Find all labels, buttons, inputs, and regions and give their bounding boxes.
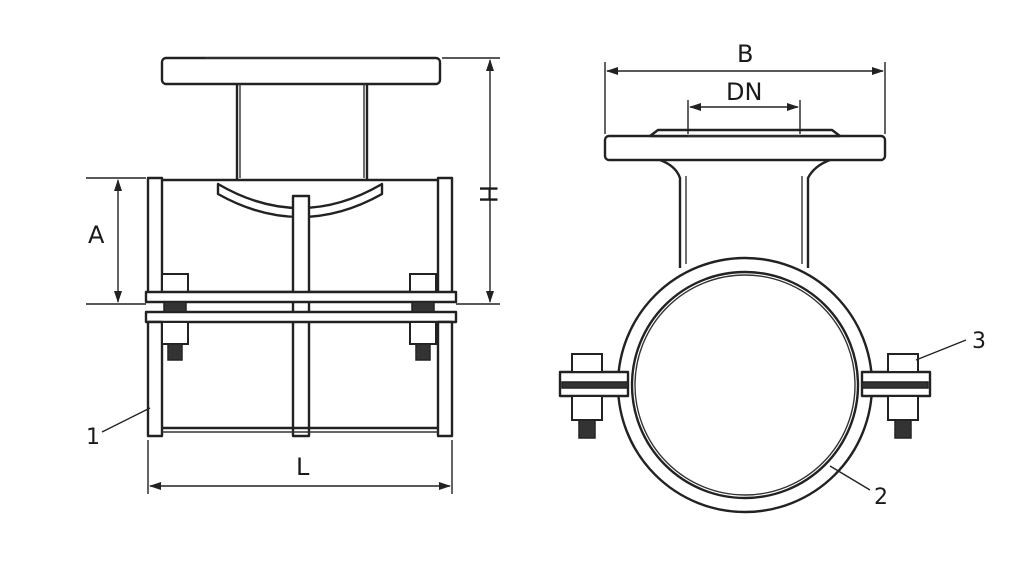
front-nut-left: [571, 395, 603, 421]
front-pipe-bore: [634, 274, 856, 496]
side-end-plate-right-lower: [436, 320, 454, 438]
dimension-a-label: A: [88, 221, 105, 249]
dimension-b-label: B: [737, 40, 753, 68]
dimension-l-label: L: [296, 453, 310, 481]
front-view: [558, 128, 932, 514]
side-saddle-curve: [216, 182, 384, 219]
front-bolt-head-right: [887, 353, 919, 373]
dimension-a: A: [86, 177, 146, 305]
dimension-b: B: [604, 40, 886, 134]
dimension-l: L: [147, 440, 453, 494]
callout-3: 3: [915, 329, 986, 361]
side-bolt-head-right: [409, 273, 437, 293]
front-nut-right: [887, 395, 919, 421]
callout-2-label: 2: [874, 485, 888, 510]
callout-1-label: 1: [86, 425, 100, 450]
side-top-flange: [160, 56, 442, 86]
dimension-dn-label: DN: [726, 78, 762, 106]
side-split-bar-upper: [144, 290, 458, 304]
side-nut-left: [161, 321, 189, 345]
callout-1: 1: [86, 407, 151, 450]
front-top-flange: [603, 134, 887, 162]
front-clamp-band: [616, 256, 874, 514]
side-end-plate-right-upper: [436, 176, 454, 296]
side-bolt-head-left: [161, 273, 189, 293]
callout-3-label: 3: [972, 329, 986, 354]
dimension-dn: DN: [687, 78, 801, 134]
side-end-plate-left-upper: [146, 176, 164, 296]
callout-2: 2: [829, 465, 888, 510]
side-split-bar-lower: [144, 310, 458, 324]
side-nut-right: [409, 321, 437, 345]
side-end-plate-left-lower: [146, 320, 164, 438]
front-bolt-head-left: [571, 353, 603, 373]
dimension-h: H: [442, 57, 502, 305]
side-view: [144, 56, 458, 438]
dimension-h-label: H: [474, 185, 502, 203]
